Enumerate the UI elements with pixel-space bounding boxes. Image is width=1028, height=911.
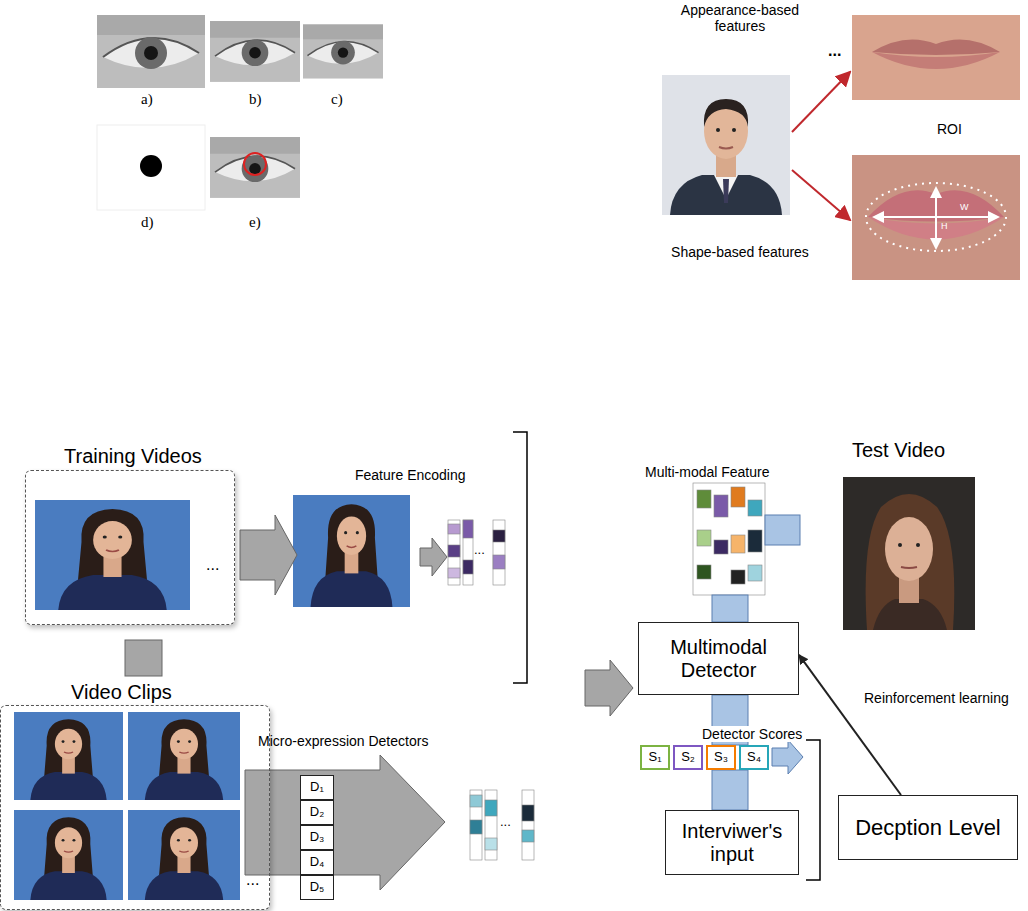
output-box: Decption Level (838, 795, 1018, 860)
step-caption: Multi-modal Feature (645, 464, 770, 480)
ellipsis: ... (500, 815, 511, 830)
step-caption: Feature Encoding (355, 467, 466, 483)
detector-box: D₅ (300, 875, 334, 900)
detector-box: D₃ (300, 825, 334, 850)
edge-label: Reinforcement learning (862, 690, 1011, 706)
node-text: S₃ (714, 750, 728, 765)
video-group: Training Videos... (25, 470, 235, 625)
node-text: D₄ (310, 855, 325, 870)
feature-caption: Shape-based features (668, 244, 812, 260)
feedback-arrow (799, 655, 901, 795)
node-text: D₁ (310, 780, 324, 795)
roi-caption: ROI (937, 121, 962, 137)
node-text: Multimodal Detector (645, 636, 792, 682)
node-text: S₄ (747, 750, 761, 765)
height-mark: H (941, 221, 948, 231)
node-text: Decption Level (855, 815, 1001, 840)
step-caption: Detector Scores (700, 726, 804, 742)
detector-box: D₁ (300, 775, 334, 800)
score-box: S₄ (739, 745, 769, 770)
process-box: Multimodal Detector (638, 622, 799, 695)
ellipsis: ... (474, 543, 485, 558)
score-box: S₁ (640, 745, 670, 770)
panel-letter: b) (249, 91, 262, 108)
face-photos (662, 15, 1020, 280)
node-text: Video Clips (71, 681, 172, 704)
step-caption: Micro-expression Detectors (258, 733, 428, 749)
detector-box: D₄ (300, 850, 334, 875)
node-note: ... (246, 871, 259, 889)
detector-box: D₂ (300, 800, 334, 825)
brackets (513, 432, 820, 880)
eye-images (97, 15, 383, 210)
feature-caption: Appearance-based features (668, 2, 812, 34)
node-text: D₅ (310, 880, 325, 895)
width-mark: W (960, 202, 969, 212)
video-frames (14, 477, 975, 900)
panel-letter: d) (141, 214, 154, 231)
ellipsis: ... (828, 42, 841, 60)
input-box: Interviwer's input (665, 810, 799, 875)
node-text: Interviwer's input (672, 820, 792, 866)
node-text: Training Videos (64, 445, 202, 468)
step-caption: Test Video (852, 439, 945, 462)
score-box: S₃ (706, 745, 736, 770)
node-text: S₁ (648, 750, 661, 765)
node-text: S₂ (681, 750, 695, 765)
block-arrows (125, 515, 633, 890)
node-note: ... (206, 556, 219, 574)
panel-letter: a) (141, 91, 153, 108)
panel-letter: c) (331, 91, 343, 108)
node-text: D₃ (310, 830, 325, 845)
node-text: D₂ (310, 805, 324, 820)
video-group: Video Clips... (0, 705, 270, 910)
score-box: S₂ (673, 745, 703, 770)
panel-letter: e) (249, 214, 261, 231)
